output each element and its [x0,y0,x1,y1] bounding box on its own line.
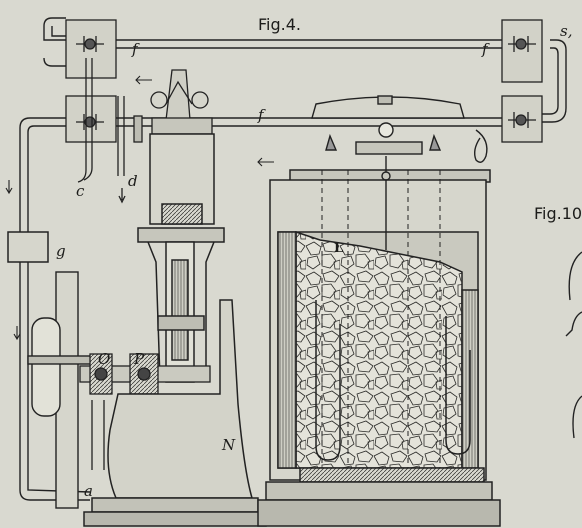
label-a: a [84,482,93,500]
label-o: O [98,350,111,368]
compressor-cylinder [137,133,225,383]
top-pipe [43,17,567,123]
side-figure-title: Fig.10 [534,204,582,223]
flywheel [27,271,93,509]
label-c: c [76,182,85,200]
label-l: L [334,241,344,256]
governor [133,69,213,143]
label-f-top-right: f [482,40,488,58]
label-n: N [222,436,236,454]
label-g: g [56,242,66,260]
crank-assembly [79,353,211,470]
right-flange-block [501,19,543,143]
left-flange-block [65,19,117,143]
label-f-top-left: f [132,40,138,58]
side-figure-fragment [565,251,582,439]
label-d: d [128,172,138,190]
corner-text: s, [560,22,573,40]
flow-arrows [5,75,274,341]
box-g [7,231,49,263]
figure-title: Fig.4. [258,15,301,34]
tank-lid [311,95,488,250]
cooling-tank [257,169,501,527]
label-p: P [134,350,145,368]
label-f-middle: f [258,106,264,124]
outlet-pipes [77,58,126,204]
